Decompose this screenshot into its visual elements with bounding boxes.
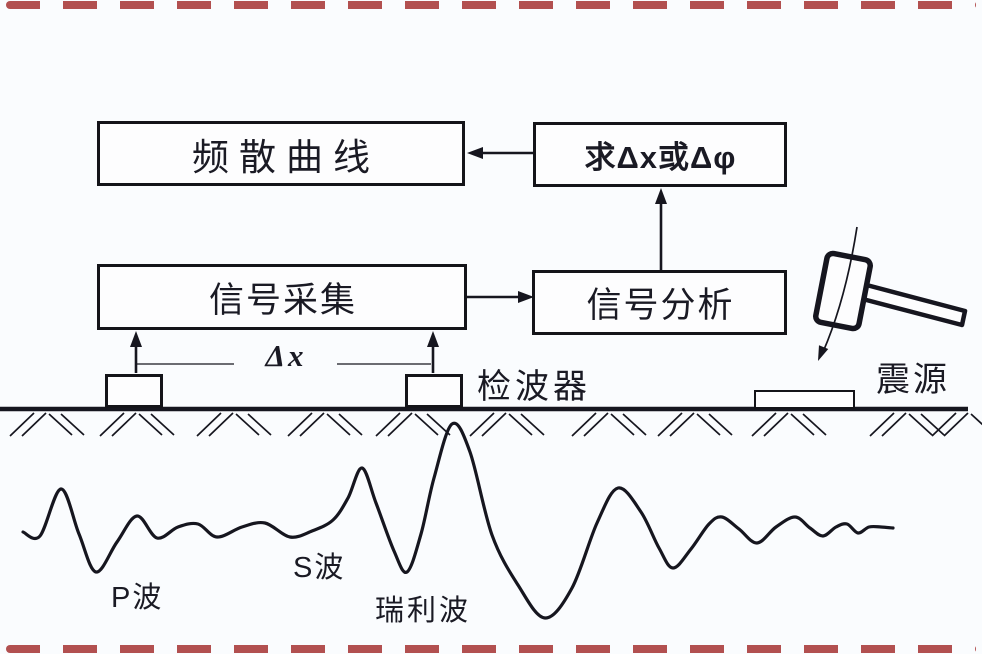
ground-hatch <box>338 413 363 436</box>
strike-motion-arrow <box>822 226 858 353</box>
ground-hatch <box>751 412 777 437</box>
arrowhead-up <box>130 331 142 347</box>
ground-hatch <box>622 413 647 436</box>
ground-hatch <box>696 413 721 436</box>
rayleigh-wave-label: 瑞利波 <box>375 595 472 627</box>
ground-hatch <box>520 413 545 436</box>
ground-hatch <box>669 412 695 437</box>
signal-analysis-box: 信号分析 <box>532 270 787 335</box>
ground-hatch <box>908 413 933 436</box>
ground-hatch <box>583 412 609 437</box>
source-plate <box>754 390 855 409</box>
ground-hatch <box>60 413 85 436</box>
crop-marks-top <box>6 1 976 9</box>
crop-marks-bottom <box>6 645 976 653</box>
ground-hatch <box>9 412 35 437</box>
dispersion-curve-label: 频散曲线 <box>192 136 380 178</box>
ground-hatch <box>469 412 495 437</box>
ground-hatch <box>610 413 635 436</box>
ground-hatch <box>970 413 982 426</box>
ground-hatch <box>196 412 222 437</box>
ground-hatch <box>235 413 260 436</box>
arrowhead-up <box>655 188 667 204</box>
ground-hatch <box>387 412 413 437</box>
ground-hatch <box>931 412 957 437</box>
geophone-label: 检波器 <box>477 368 591 406</box>
ground-hatch <box>138 413 163 436</box>
ground-hatch <box>657 412 683 437</box>
delta-calc-box: 求Δx或Δφ <box>533 122 787 187</box>
geophone-left <box>105 374 163 408</box>
delta-x-spacing-label: Δx <box>265 338 307 373</box>
ground-hatch <box>802 413 827 436</box>
seismic-waveform-path <box>21 421 895 620</box>
ground-hatch <box>208 412 234 437</box>
p-wave-label: P波 <box>111 582 164 614</box>
arrowhead-left <box>467 147 483 159</box>
ground-hatch <box>48 413 73 436</box>
signal-acquisition-box: 信号采集 <box>97 264 467 330</box>
ground-hatch <box>869 412 895 437</box>
ground-hatch <box>21 412 47 437</box>
ground-hatch <box>99 412 125 437</box>
ground-hatch <box>708 413 733 436</box>
seismic-source-label: 震源 <box>876 361 950 399</box>
ground-hatch <box>111 412 137 437</box>
ground-hatch <box>943 412 969 437</box>
arrowhead-up <box>427 331 439 347</box>
geophone-right <box>405 374 463 408</box>
ground-hatch <box>790 413 815 436</box>
ground-hatch <box>881 412 907 437</box>
s-wave-label: S波 <box>293 552 346 584</box>
ground-hatch <box>763 412 789 437</box>
dispersion-curve-box: 频散曲线 <box>97 121 465 186</box>
ground-hatch <box>326 413 351 436</box>
ground-hatch <box>150 413 175 436</box>
ground-hatch <box>481 412 507 437</box>
ground-hatch <box>375 412 401 437</box>
ground-hatch <box>920 413 945 436</box>
ground-hatch <box>508 413 533 436</box>
ground-hatch <box>287 412 313 437</box>
ground-hatch <box>247 413 272 436</box>
hammer-handle <box>852 280 968 328</box>
ground-hatch <box>571 412 597 437</box>
strike-arrowhead <box>818 345 829 361</box>
signal-analysis-label: 信号分析 <box>586 286 735 325</box>
delta-calc-label: 求Δx或Δφ <box>584 140 737 175</box>
signal-acquisition-label: 信号采集 <box>208 280 357 320</box>
ground-hatch <box>299 412 325 437</box>
arrowhead-right <box>518 291 534 303</box>
ground-hatch <box>414 413 439 436</box>
